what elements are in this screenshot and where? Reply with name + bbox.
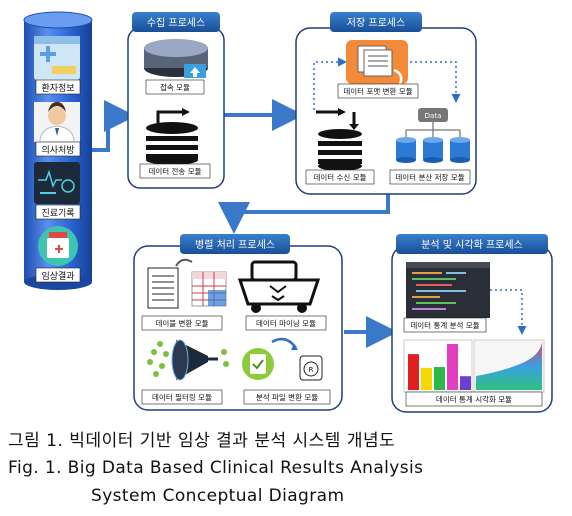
side-label-prescription: 의사처방	[41, 144, 74, 156]
patient-chart-icon	[34, 36, 80, 80]
caption-korean: 그림 1. 빅데이터 기반 임상 결과 분석 시스템 개념도	[8, 431, 396, 451]
parallel-title: 병렬 처리 프로세스	[195, 238, 275, 251]
connection-db-icon	[144, 39, 208, 78]
store-module-distributed: 데이터 분산 저장 모듈	[395, 172, 464, 182]
analysis-module-visual: 데이터 통계 시각화 모듈	[436, 394, 512, 404]
diagram-canvas: 환자정보 의사처방 진료기록 임상결과 수집 프로세스	[23, 11, 553, 413]
collect-title: 수집 프로세스	[147, 17, 205, 29]
store-title: 저장 프로세스	[347, 17, 405, 29]
side-label-box	[35, 267, 81, 283]
side-label-medical-record: 진료기록	[41, 208, 74, 219]
analysis-section: 분석 및 시각화 프로세스 데이터 통계 분석 모듈 데이터 통계 시각화 모듈	[391, 234, 553, 413]
svg-text:R: R	[309, 366, 314, 374]
dotted-arrow-to-chart	[490, 289, 527, 335]
collect-section: 수집 프로세스 접속 모듈 데이터 전송 모듈	[127, 12, 225, 189]
caption-english-line1: Fig. 1. Big Data Based Clinical Results …	[8, 458, 424, 478]
collect-module-transfer: 데이터 전송 모듈	[148, 166, 201, 176]
distributed-storage-icon: Data	[396, 108, 470, 163]
chart-bar	[434, 367, 445, 390]
side-label-patient-info: 환자정보	[41, 82, 74, 94]
analysis-file-convert-icon: R	[242, 337, 323, 381]
format-convert-icon	[346, 40, 408, 85]
chart-bar	[408, 354, 419, 390]
stats-area-chart	[473, 339, 545, 393]
code-window-icon	[406, 262, 490, 318]
parallel-module-table: 데이블 변환 모듈	[155, 318, 208, 328]
store-module-receive: 데이터 수신 모듈	[313, 172, 366, 182]
medical-record-icon	[34, 162, 80, 204]
side-label-clinical-result: 임상결과	[41, 270, 74, 282]
collect-module-connect: 접속 모듈	[160, 83, 190, 92]
parallel-module-filter: 데이터 필터링 모듈	[152, 392, 212, 402]
parallel-module-mining: 데이터 마이닝 모듈	[256, 318, 316, 328]
analysis-title: 분석 및 시각화 프로세스	[421, 239, 523, 251]
side-label-box	[35, 141, 81, 157]
caption-english-line2: System Conceptual Diagram	[91, 486, 345, 506]
flow-arrows	[92, 99, 398, 348]
store-section: 저장 프로세스 데이터 포맷 변환 모듈 데이	[295, 12, 477, 195]
doctor-icon	[34, 102, 80, 143]
data-filter-funnel-icon	[147, 339, 229, 381]
table-convert-icon	[147, 258, 227, 309]
medicine-bottle-icon	[38, 226, 78, 266]
chart-bar	[460, 376, 471, 390]
side-label-box	[35, 79, 81, 95]
data-transfer-disk-icon	[146, 108, 198, 165]
store-module-format: 데이터 포맷 변환 모듈	[343, 86, 412, 96]
parallel-module-file: 분석 파일 변환 모듈	[256, 392, 318, 402]
chart-bar	[421, 367, 432, 390]
parallel-section: 병렬 처리 프로세스 데이블 변환 모듈	[133, 234, 343, 411]
receive-disk-icon	[316, 108, 362, 171]
side-label-box	[35, 204, 81, 220]
area-series	[476, 342, 542, 390]
analysis-module-stats: 데이터 통계 분석 모듈	[410, 320, 479, 330]
chart-bar	[447, 344, 458, 390]
dotted-flow-arrows	[313, 57, 461, 110]
stats-bar-chart	[403, 339, 473, 393]
data-mining-cart-icon	[237, 260, 321, 313]
data-badge-label: Data	[425, 112, 442, 120]
